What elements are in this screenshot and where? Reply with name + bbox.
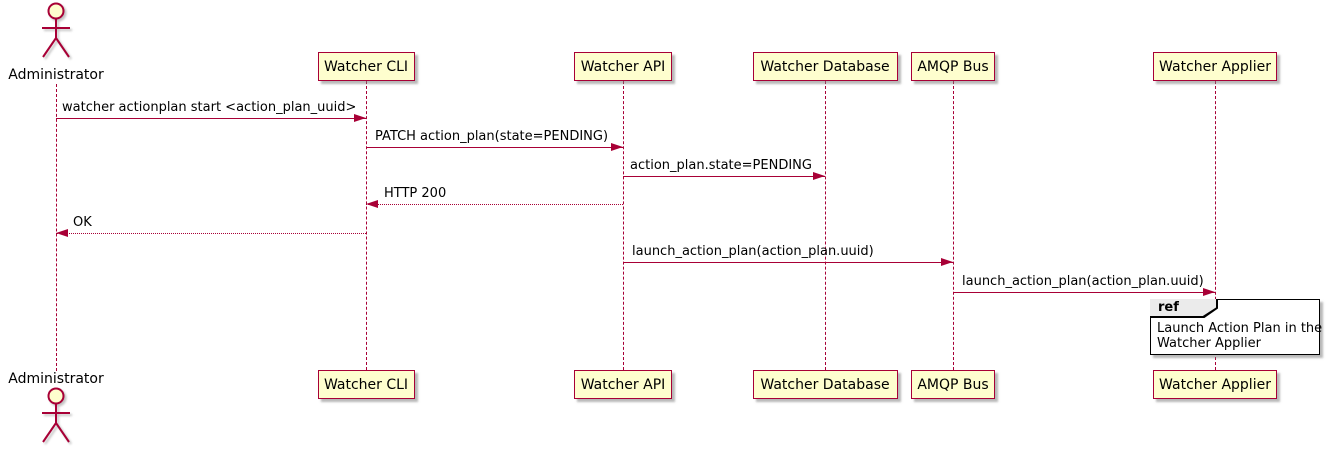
actor-stick-figure-icon [42,2,70,58]
lifeline-watcher-applier [1215,81,1216,370]
message-label: launch_action_plan(action_plan.uuid) [632,244,874,259]
message-label: launch_action_plan(action_plan.uuid) [962,274,1204,289]
ref-keyword: ref [1150,299,1216,316]
message-label: action_plan.state=PENDING [630,158,812,173]
lifeline-watcher-api [623,81,624,370]
ref-text-line: Watcher Applier [1157,336,1261,351]
arrowhead-icon [1203,288,1215,296]
message-line [56,118,366,119]
participant-top-box: Watcher Database [752,52,898,81]
lifeline-watcher-database [825,81,826,370]
arrowhead-icon [813,172,825,180]
participant-top-box: Watcher API [574,52,672,81]
participant-bottom-box: Watcher CLI [317,370,415,399]
lifeline-amqp-bus [953,81,954,370]
participant-top-box: Watcher Applier [1153,52,1277,81]
participant-bottom-box: AMQP Bus [911,370,995,399]
participant-top-box: Watcher CLI [317,52,415,81]
lifeline-watcher-cli [366,81,367,370]
message-line [56,233,366,234]
message-line [366,204,623,205]
participant-bottom-box: Watcher Applier [1153,370,1277,399]
message-label: HTTP 200 [384,186,447,201]
participant-top-box: AMQP Bus [911,52,995,81]
actor-stick-figure-icon [42,387,70,443]
message-line [953,292,1215,293]
actor-label-bottom: Administrator [8,371,104,387]
arrowhead-icon [941,258,953,266]
message-line [366,147,623,148]
participant-bottom-box: Watcher API [574,370,672,399]
message-line [623,262,953,263]
arrowhead-icon [366,200,378,208]
ref-tab: ref [1150,299,1218,318]
message-line [623,176,825,177]
message-label: OK [73,215,92,230]
participant-bottom-box: Watcher Database [752,370,898,399]
ref-text-line: Launch Action Plan in the [1157,321,1323,336]
actor-label-top: Administrator [8,67,104,83]
arrowhead-icon [354,114,366,122]
lifeline-administrator [56,84,57,371]
message-label: PATCH action_plan(state=PENDING) [375,129,609,144]
arrowhead-icon [56,229,68,237]
ref-fragment: ref Launch Action Plan in the Watcher Ap… [1150,299,1322,355]
message-label: watcher actionplan start <action_plan_uu… [62,100,357,115]
arrowhead-icon [611,143,623,151]
ref-body: Launch Action Plan in the Watcher Applie… [1157,321,1322,351]
